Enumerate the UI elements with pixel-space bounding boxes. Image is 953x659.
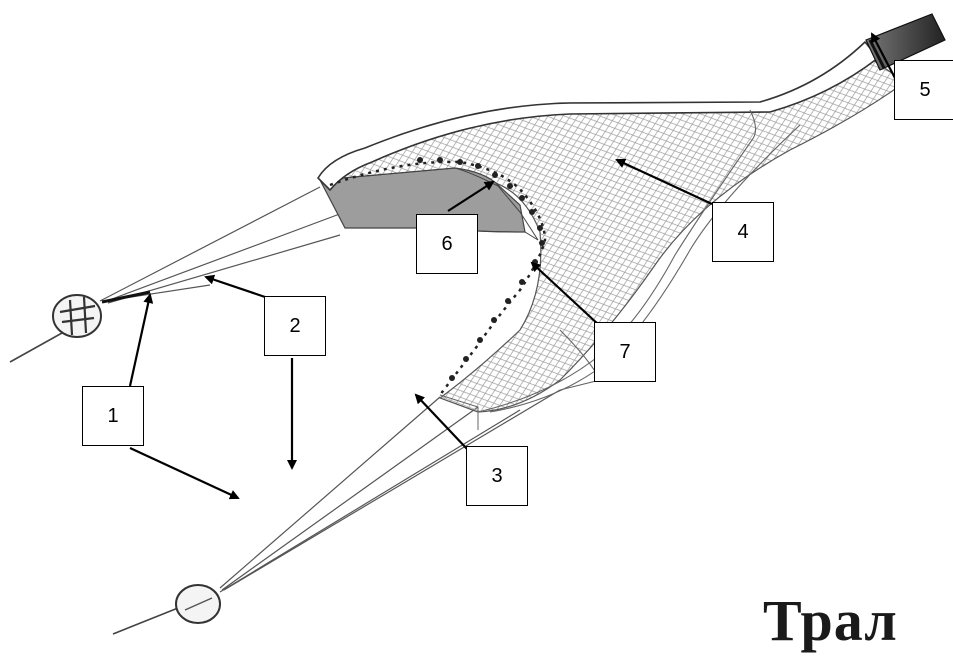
callout-1: 1 [82, 386, 144, 446]
callout-6: 6 [416, 214, 478, 274]
warp-cable-lower [113, 608, 178, 634]
warp-cable-upper [10, 333, 62, 362]
arrow-1a [130, 295, 150, 386]
otter-board-upper [53, 295, 101, 337]
callout-4: 4 [712, 202, 774, 262]
sweep-lines-upper [100, 187, 345, 303]
callout-7: 7 [594, 322, 656, 382]
callout-2: 2 [264, 296, 326, 356]
callout-5: 5 [894, 60, 953, 120]
arrow-2a [206, 277, 268, 298]
arrow-1b [130, 448, 238, 498]
otter-board-lower [176, 585, 220, 623]
callout-3: 3 [466, 446, 528, 506]
diagram-title: Трал [763, 592, 898, 650]
